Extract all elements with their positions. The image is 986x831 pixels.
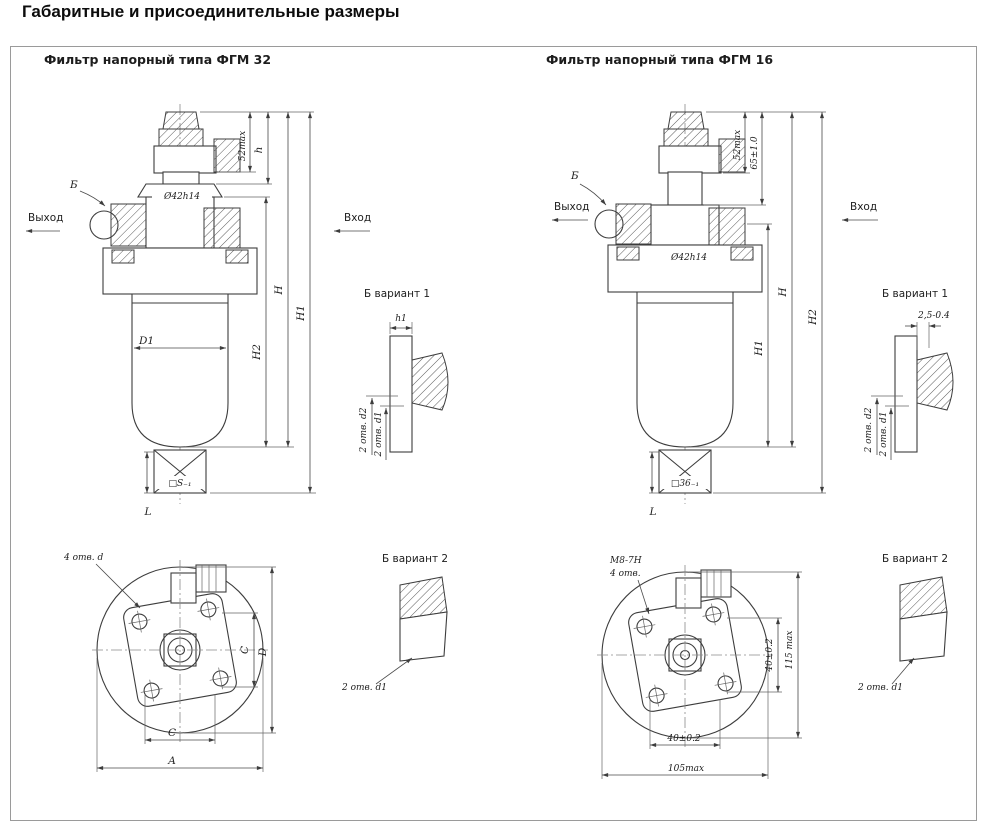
- plan-centerlines: [92, 560, 268, 742]
- bowl: [131, 293, 229, 448]
- plan-centerlines: [597, 565, 773, 747]
- elbow-body: [153, 145, 217, 174]
- top-neck: [158, 128, 204, 147]
- bowl: [636, 291, 734, 448]
- label-outlet: Выход: [554, 201, 589, 213]
- holes-d1-label: 2 отв. d1: [879, 412, 889, 458]
- outlet-port: [110, 203, 147, 247]
- long-neck: [667, 171, 703, 206]
- fgm32-front-view: □S₋₁ Выход Вход Б Ø42h14 D1 52max h H2 H: [26, 104, 371, 518]
- outlet-port: [615, 203, 652, 245]
- variant1-title: Б вариант 1: [364, 288, 430, 300]
- dim-h: h: [253, 147, 265, 154]
- thread-label: M8-7H: [609, 556, 642, 566]
- fgm16-variant2: Б вариант 2 2 отв. d1: [857, 553, 948, 693]
- variant2-title: Б вариант 2: [882, 553, 948, 565]
- dim-nut-size: □36₋₁: [671, 479, 699, 489]
- dim-H1: H1: [753, 340, 765, 357]
- dim-nut-size: □S₋₁: [168, 479, 191, 489]
- dim-A: A: [167, 755, 176, 767]
- panel-title-fgm16: Фильтр напорный типа ФГМ 16: [546, 52, 773, 67]
- top-cap: [162, 111, 200, 130]
- dim-C-side: C: [239, 646, 251, 654]
- dim-L: L: [144, 506, 152, 518]
- fgm16-front-view: Ø42h14 □36₋₁ Выход Вход Б 52max 65±1.0 H…: [552, 104, 878, 518]
- fgm32-bottom-view: 4 отв. d C D C A: [63, 553, 276, 772]
- page-title: Габаритные и присоединительные размеры: [22, 2, 400, 21]
- fgm32-variant2: Б вариант 2 2 отв. d1: [341, 553, 448, 693]
- dim-flange-dia: Ø42h14: [670, 252, 707, 263]
- dim-D: D: [257, 647, 269, 657]
- inlet-port: [708, 207, 746, 247]
- inlet-port: [203, 207, 241, 249]
- dim-depth: 2,5-0.4: [917, 311, 950, 321]
- elbow-body: [658, 145, 722, 174]
- head-body: [650, 204, 720, 246]
- dim-H: H: [273, 285, 285, 296]
- plan-fitting: [700, 569, 732, 598]
- label-inlet: Вход: [850, 201, 877, 213]
- holes-4-label: 4 отв.: [609, 569, 641, 579]
- elbow-port: [213, 138, 241, 173]
- dim-bowl-dia: D1: [138, 335, 154, 347]
- variant1-title: Б вариант 1: [882, 288, 948, 300]
- variant2-title: Б вариант 2: [382, 553, 448, 565]
- panel-title-fgm32: Фильтр напорный типа ФГМ 32: [44, 52, 271, 67]
- dim-dia-h: 105max: [668, 764, 704, 774]
- holes-d2-label: 2 отв. d2: [864, 407, 874, 453]
- dim-H2: H2: [807, 309, 819, 326]
- holes-d1-label: 2 отв. d1: [857, 683, 903, 693]
- label-b: Б: [570, 170, 579, 182]
- elbow-port: [718, 138, 746, 173]
- fgm16-variant1: Б вариант 1 2,5-0.4 2 отв. d2 2 отв. d1: [864, 288, 954, 460]
- dim-bolt-h: 40±0.2: [666, 734, 701, 744]
- dim-bolt-v: 40±0.2: [765, 638, 775, 673]
- holes-d2-label: 2 отв. d2: [359, 407, 369, 453]
- dim-flange-dia: Ø42h14: [163, 191, 200, 202]
- dim-C-bottom: C: [168, 727, 176, 739]
- top-neck: [663, 128, 709, 147]
- holes-4-label: 4 отв. d: [63, 553, 103, 563]
- label-outlet: Выход: [28, 212, 63, 224]
- top-cap: [667, 111, 705, 130]
- dim-65: 65±1.0: [750, 136, 760, 170]
- holes-d1-label: 2 отв. d1: [341, 683, 387, 693]
- label-b: Б: [69, 179, 78, 191]
- dim-H1: H1: [295, 305, 307, 322]
- plan-fitting: [195, 564, 227, 593]
- dim-52max: 52max: [238, 131, 248, 161]
- fgm32-variant1: Б вариант 1 h1 2 отв. d2 2 отв. d1: [359, 288, 449, 460]
- dim-dia-v: 115 max: [785, 630, 795, 669]
- holes-d1-label: 2 отв. d1: [374, 412, 384, 458]
- dim-h1: h1: [395, 314, 407, 324]
- label-inlet: Вход: [344, 212, 371, 224]
- dim-H2: H2: [251, 344, 263, 361]
- neck-lower: [162, 171, 200, 185]
- fgm16-bottom-view: M8-7H 4 отв. 40±0.2 115 max 40±0.2 105ma…: [597, 556, 802, 779]
- dim-L: L: [649, 506, 657, 518]
- dim-52max: 52max: [733, 130, 743, 160]
- dim-H: H: [777, 287, 789, 298]
